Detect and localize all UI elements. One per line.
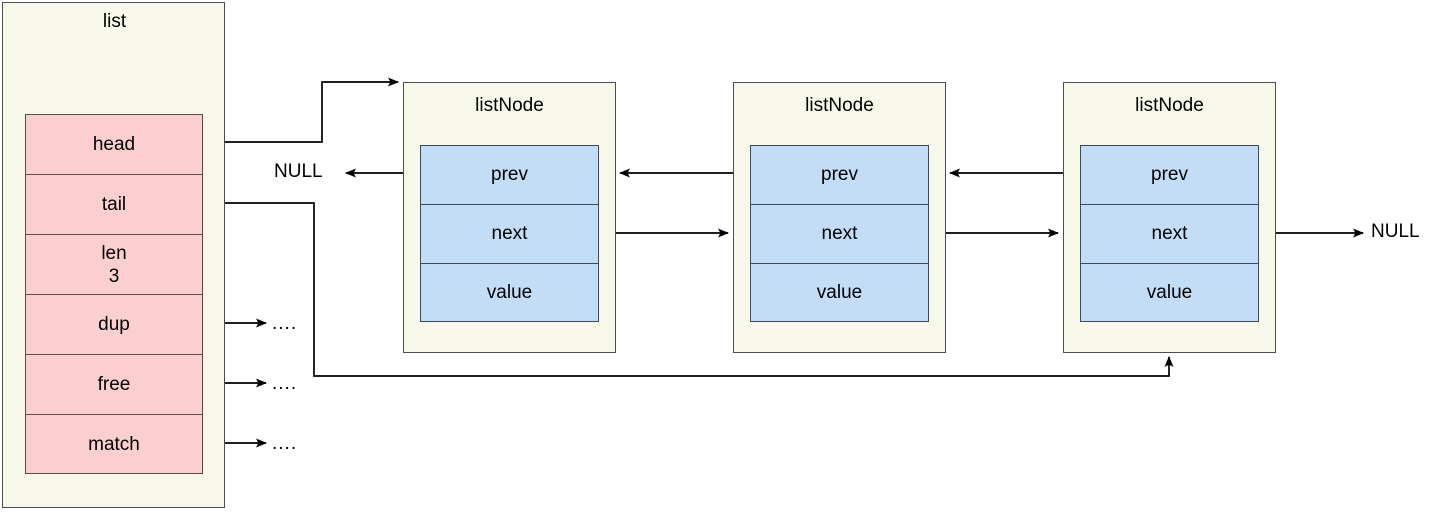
struct-field-match: match — [25, 414, 203, 474]
dots-label-free: .... — [272, 373, 298, 394]
node2-field-value: value — [750, 263, 929, 322]
list-struct-fields: head tail len 3 dup free match — [25, 114, 203, 474]
dots-label-match: .... — [272, 433, 298, 454]
struct-field-tail: tail — [25, 174, 203, 234]
arrow-tail-to-node3 — [200, 202, 1174, 377]
list-node-1: listNode prev next value — [403, 82, 616, 353]
list-node-3-fields: prev next value — [1080, 145, 1259, 322]
node2-field-next: next — [750, 204, 929, 263]
list-struct-title: list — [102, 11, 127, 32]
struct-field-head-label: head — [92, 134, 136, 155]
list-node-1-fields: prev next value — [420, 145, 599, 322]
struct-field-len: len 3 — [25, 234, 203, 294]
struct-field-head: head — [25, 114, 203, 174]
node1-field-value: value — [420, 263, 599, 322]
arrow-head-to-node1 — [200, 77, 399, 143]
node1-field-next: next — [420, 204, 599, 263]
struct-field-len-value: 3 — [108, 265, 120, 287]
list-node-2-title: listNode — [805, 95, 874, 116]
dots-label-dup: .... — [272, 313, 298, 334]
list-node-2-fields: prev next value — [750, 145, 929, 322]
struct-field-len-label: len — [101, 242, 127, 264]
struct-field-free: free — [25, 354, 203, 414]
list-node-3: listNode prev next value — [1063, 82, 1276, 353]
struct-field-free-label: free — [97, 374, 131, 395]
list-node-3-title: listNode — [1135, 95, 1204, 116]
node1-field-prev: prev — [420, 145, 599, 204]
node2-field-prev: prev — [750, 145, 929, 204]
node3-field-value: value — [1080, 263, 1259, 322]
list-node-1-title: listNode — [475, 95, 544, 116]
struct-field-match-label: match — [88, 433, 140, 455]
struct-field-dup: dup — [25, 294, 203, 354]
null-label-left: NULL — [274, 161, 323, 182]
node3-field-next: next — [1080, 204, 1259, 263]
node3-field-prev: prev — [1080, 145, 1259, 204]
list-node-2: listNode prev next value — [733, 82, 946, 353]
null-label-right: NULL — [1371, 221, 1420, 242]
struct-field-dup-label: dup — [98, 314, 130, 335]
list-struct-box: list head tail len 3 dup free match — [2, 2, 225, 508]
struct-field-tail-label: tail — [101, 194, 127, 215]
